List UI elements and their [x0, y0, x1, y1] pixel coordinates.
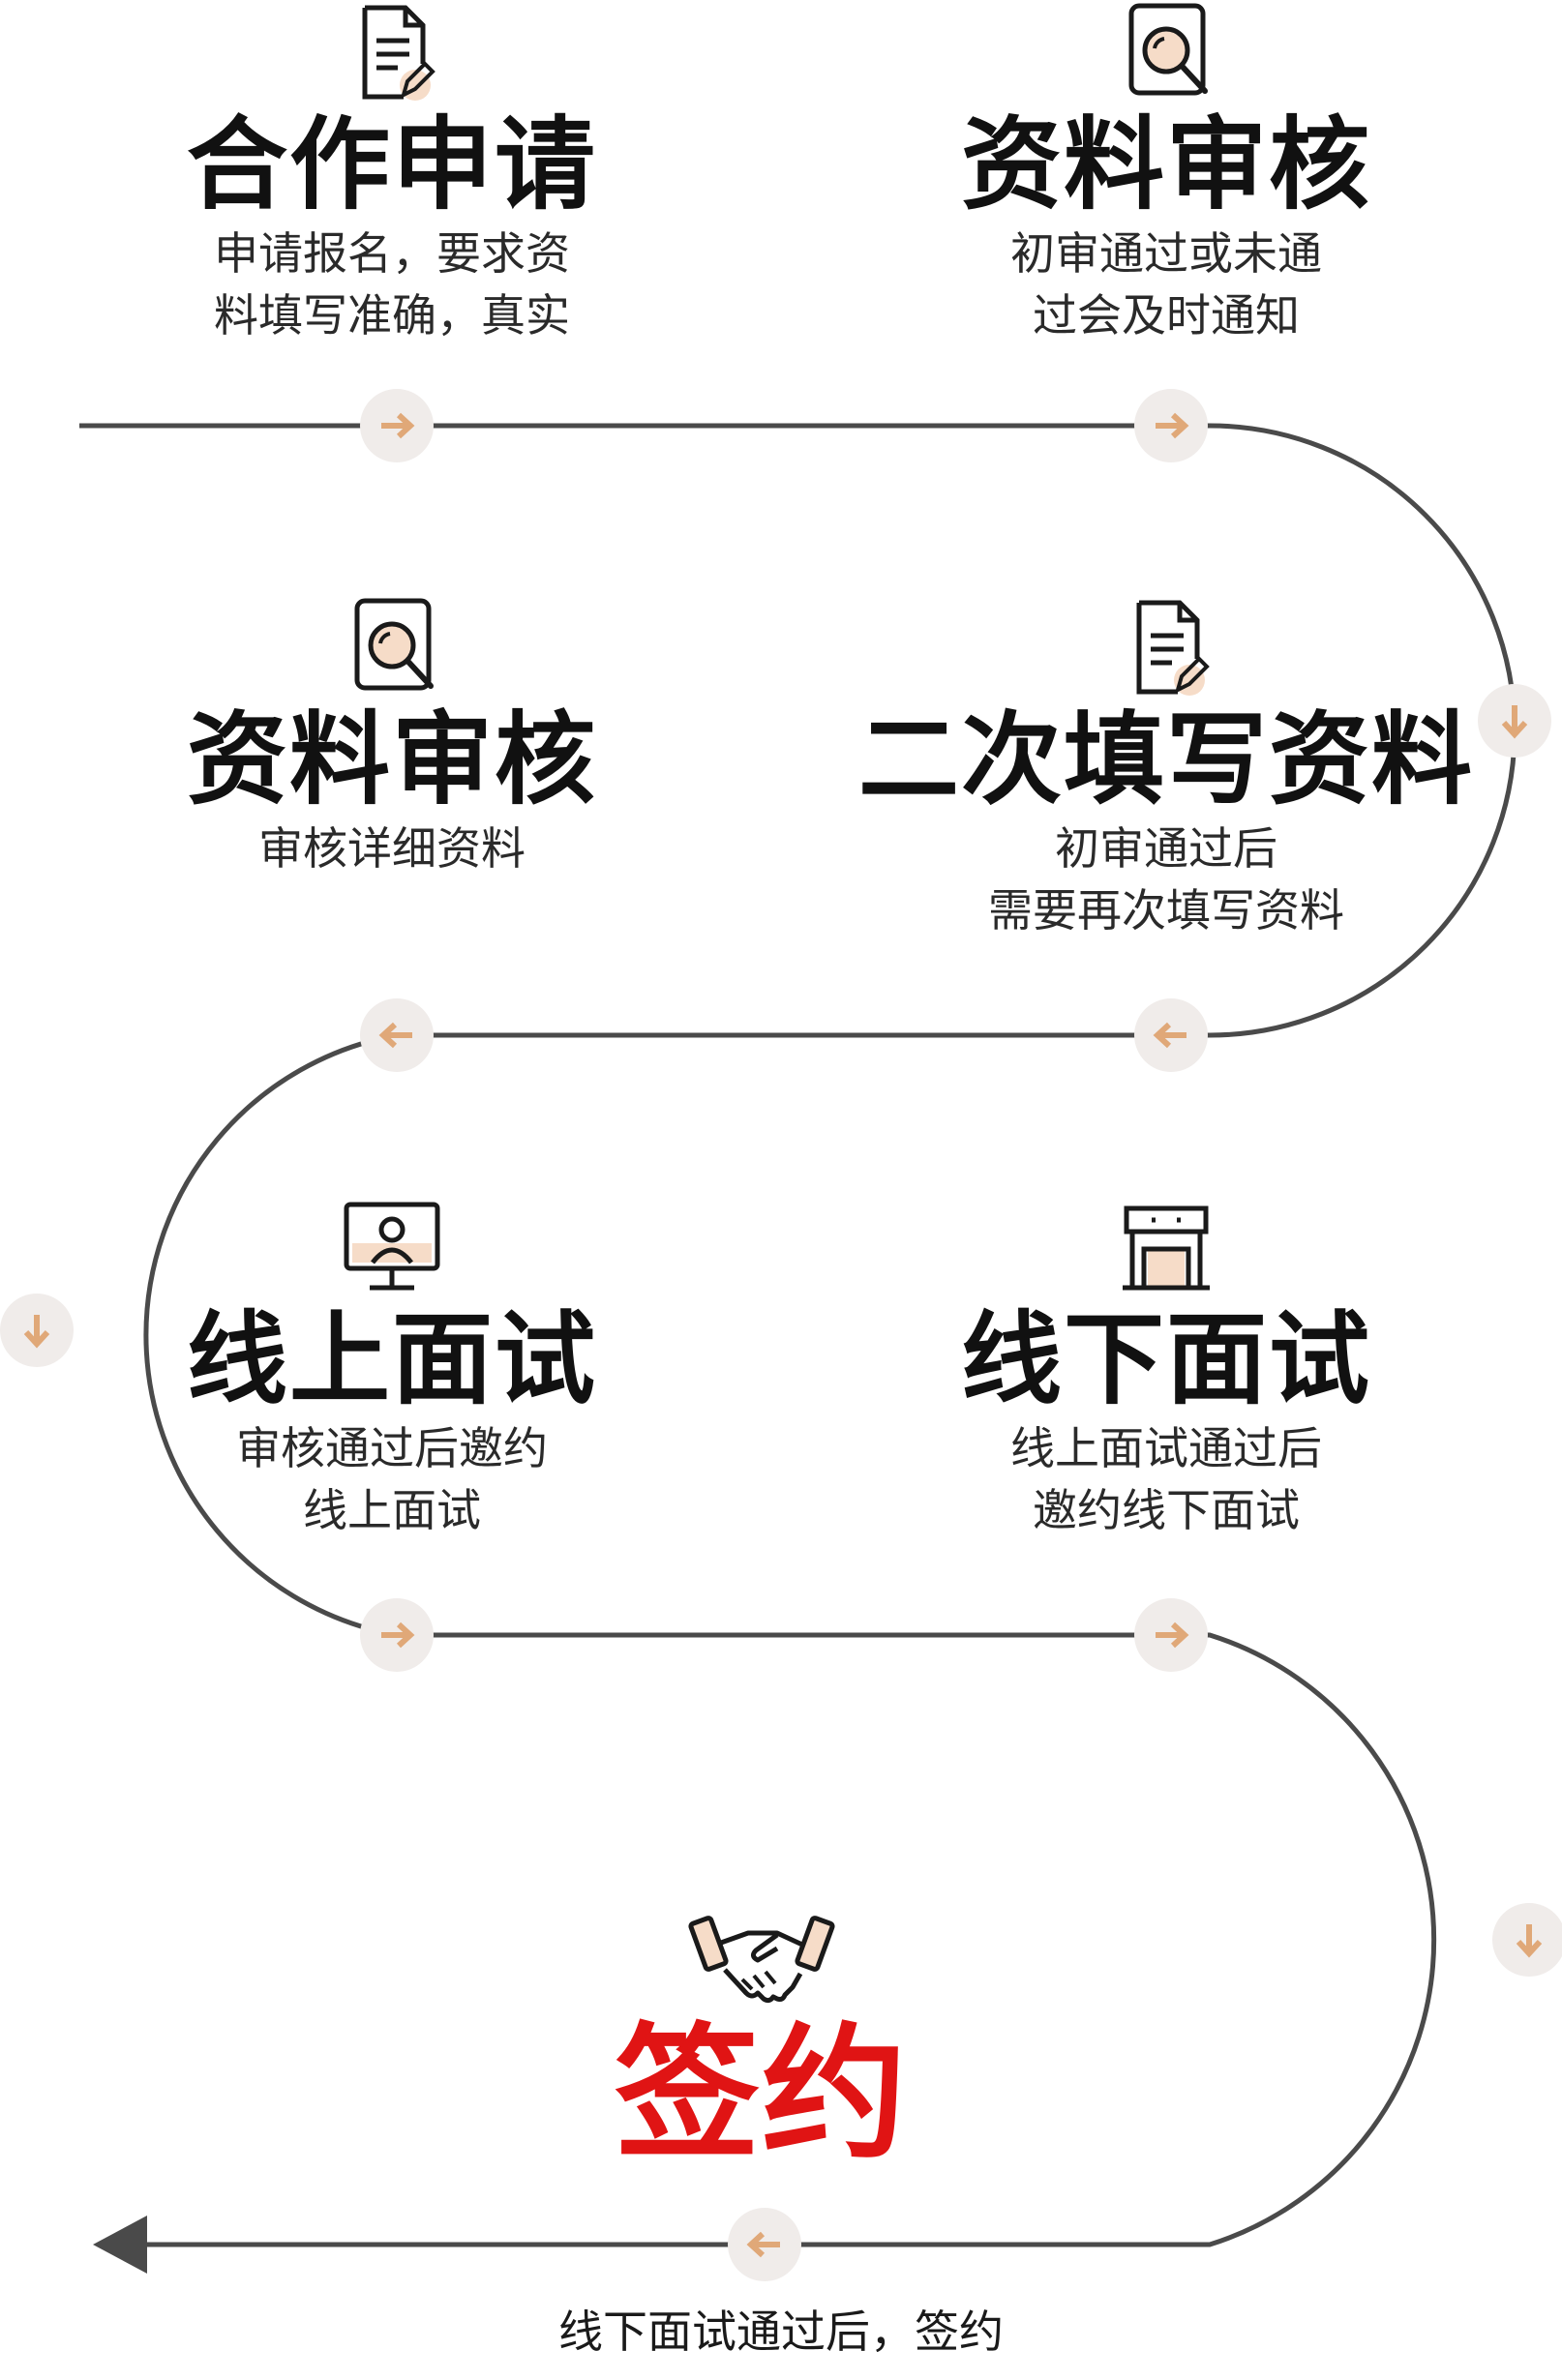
step-description: 线上面试通过后 邀约线下面试 [856, 1417, 1476, 1541]
step-description-line: 线上面试通过后 [1010, 1422, 1322, 1474]
step-description-line: 审核详细资料 [258, 822, 526, 875]
step-detailed-review: 资料审核 审核详细资料 [82, 595, 702, 879]
step-title: 资料审核 [960, 105, 1371, 223]
document-pen-icon [1136, 600, 1210, 696]
step-title: 二次填写资料 [857, 700, 1474, 818]
step-description-line: 初审通过后 [1055, 822, 1277, 875]
step-description: 初审通过后 需要再次填写资料 [856, 818, 1476, 941]
magnifier-icon [354, 598, 434, 691]
step-description-line: 过会及时通知 [1033, 289, 1300, 342]
flow-end-arrowhead [93, 2216, 147, 2274]
arrow-right-icon [1134, 1598, 1208, 1672]
step-title: 资料审核 [186, 700, 597, 818]
step-offline-interview: 线下面试 线上面试通过后 邀约线下面试 [856, 1195, 1476, 1541]
step-description-line: 审核通过后邀约 [236, 1422, 548, 1474]
arrow-right-icon [360, 389, 434, 462]
arrow-left-icon [360, 998, 434, 1072]
step-description-line: 邀约线下面试 [1033, 1484, 1300, 1536]
step-online-interview: 线上面试 审核通过后邀约 线上面试 [82, 1195, 702, 1541]
flow-path [79, 423, 1517, 2247]
arrow-left-icon [1134, 998, 1208, 1072]
arrow-down-icon [1478, 684, 1551, 758]
step-sign-contract: 签约 [452, 1906, 1071, 2177]
step-description: 审核通过后邀约 线上面试 [82, 1417, 702, 1541]
step-description-line: 需要再次填写资料 [988, 884, 1344, 937]
step-description-line: 初审通过或未通 [1010, 227, 1322, 280]
arrow-left-icon [728, 2208, 801, 2281]
arrow-down-icon [1492, 1903, 1562, 1977]
arrow-right-icon [360, 1598, 434, 1672]
step-description: 审核详细资料 [82, 818, 702, 879]
step-description: 初审通过或未通 过会及时通知 [856, 223, 1476, 346]
storefront-icon [1123, 1205, 1210, 1291]
final-step-title: 签约 [614, 2010, 909, 2179]
step-description-line: 申请报名，要求资 [214, 227, 570, 280]
final-step-description: 线下面试通过后，签约 [558, 2306, 1004, 2358]
step-cooperation-apply: 合作申请 申请报名，要求资 料填写准确，真实 [82, 0, 702, 346]
monitor-person-icon [344, 1202, 440, 1291]
step-description: 申请报名，要求资 料填写准确，真实 [82, 223, 702, 346]
step-title: 线下面试 [960, 1300, 1371, 1418]
magnifier-icon [1128, 3, 1208, 96]
step-document-review: 资料审核 初审通过或未通 过会及时通知 [856, 0, 1476, 346]
arrow-right-icon [1134, 389, 1208, 462]
step-description-line: 线上面试 [303, 1484, 481, 1536]
step-title: 线上面试 [186, 1300, 597, 1418]
step-description-line: 料填写准确，真实 [214, 289, 570, 342]
step-second-form: 二次填写资料 初审通过后 需要再次填写资料 [856, 595, 1476, 941]
arrow-down-icon [0, 1294, 74, 1367]
step-title: 合作申请 [186, 105, 597, 223]
document-pen-icon [362, 5, 436, 101]
handshake-icon [688, 1916, 835, 2004]
